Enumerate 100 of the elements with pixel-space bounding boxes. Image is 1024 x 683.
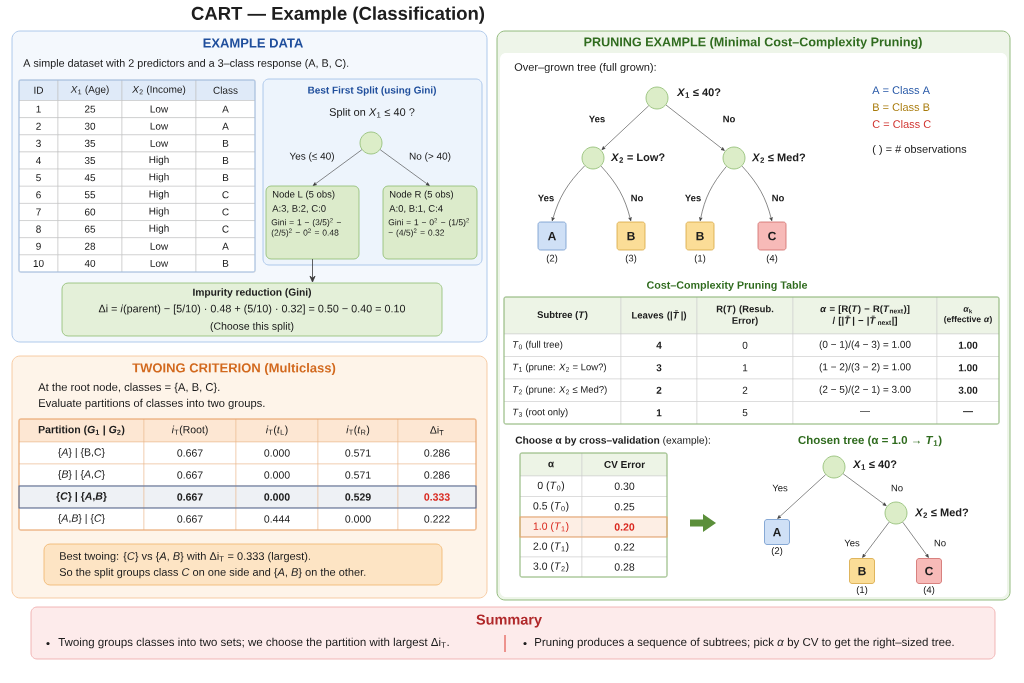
table-title: Cost–Complexity Pruning Table [647,281,808,291]
table-cell: A [195,237,256,256]
bullet-text: Twoing groups classes into two sets; we choose the partition with largest Δi$_{T}$. [58,637,449,649]
condition-label: X$_{2}$ ≤ Med? [914,508,969,518]
panel-heading: PRUNING EXAMPLE (Minimal Cost–Complexity Pruning) [584,37,922,49]
edge-label: No [770,193,786,203]
table-cell: 40 [57,254,123,273]
table-cell: 3.00 [936,378,1000,402]
table-cell: C [195,203,256,221]
table-cell: B [195,134,256,153]
edge-label: Yes [843,538,861,548]
legend-entry: ( ) = # observations [872,144,967,156]
result-text: Best twoing: {C} vs {A, B} with Δi$_{T}$ = 0.333 (largest). [60,551,310,563]
table-cell: High [121,168,197,187]
formula-text: Δi = i(parent) − [5/10) · 0.48 + (5/10) · 0.32] = 0.50 − 0.40 = 0.10 [98,304,406,315]
leaf-box: B [849,558,875,584]
table-cell: 1 [696,356,794,380]
branch-arrow [862,521,890,558]
table-cell: 65 [57,220,123,238]
branch-arrow [665,104,725,151]
edge-label: No [889,483,905,493]
leaf-box: C [916,558,942,584]
table-cell: {A} | {B,C} [18,441,145,465]
edge-label: No (> 40) [408,151,452,163]
table-cell: 1 [18,100,59,118]
table-cell: T$_{0}$ (full tree) [503,333,622,357]
condition-label: X$_{1}$ ≤ 40? [676,88,721,98]
table-cell: Low [121,117,197,136]
table-cell: 3 [18,134,59,153]
question-text: Split on X$_{1}$ ≤ 40 ? [329,107,415,119]
branch-arrow [551,165,585,222]
count-label: (2) [771,547,783,556]
table-cell: 35 [57,151,123,170]
table-cell: 5 [18,168,59,187]
edge-label: No [629,193,645,203]
table-cell: 0.286 [397,441,477,465]
branch-arrow [902,521,929,558]
branch-arrow [312,149,363,186]
branch-arrow [600,165,632,222]
branch-arrow [842,473,887,507]
panel-description: Over–grown tree (full grown): [514,62,656,74]
table-cell: Low [121,254,197,273]
panel-heading: EXAMPLE DATA [203,38,303,48]
panel-heading: TWOING CRITERION (Multiclass) [132,362,336,376]
table-cell: 25 [57,100,123,118]
table-cell: 1.00 [936,333,1000,357]
tree-title: Chosen tree (α = 1.0 → T$_{1}$) [798,435,942,447]
table-cell: A [195,100,256,118]
legend-entry: C = Class C [872,119,931,129]
table-cell: 0.333 [397,485,477,509]
edge-label: Yes [771,483,789,493]
table-cell: 0.000 [317,507,399,531]
branch-arrow [741,165,773,222]
tree-node-circle [884,501,908,525]
table-cell: T$_{2}$ (prune: X$_{2}$ ≤ Med?) [503,378,622,402]
leaf-box: C [757,221,787,251]
table-cell: C [195,186,256,204]
table-cell: 2 [696,378,794,402]
table-cell: 0.571 [317,463,399,487]
branch-arrow [601,105,649,150]
table-cell: 0.000 [235,463,319,487]
bullet-text: Pruning produces a sequence of subtrees; pick α by CV to get the right–sized tree. [535,637,954,649]
table-cell: 0.000 [235,485,319,509]
table-cell: A [195,117,256,136]
node-heading: Node L (5 obs) [273,190,335,200]
table-cell: 0.667 [143,441,237,465]
legend-entry: B = Class B [873,102,930,112]
page-title: CART — Example (Classification) [191,6,485,24]
table-cell: 0.529 [317,485,399,509]
edge-label: Yes [536,193,556,203]
table-cell: 0.667 [143,463,237,487]
leaf-box: A [764,519,790,545]
table-cell: High [121,186,197,204]
table-cell: 4 [620,333,698,357]
class-counts: A:3, B:2, C:0 [272,205,326,213]
table-cell: 10 [18,254,59,273]
table-cell: B [195,151,256,170]
tree-node-circle [359,131,383,155]
node-heading: Node R (5 obs) [390,190,453,200]
table-cell: Low [121,237,197,256]
branch-arrow [777,474,826,519]
condition-label: X$_{2}$ ≤ Med? [751,153,806,163]
table-cell: 0.222 [397,507,477,531]
table-cell: 3.0 (T$_{2}$) [519,556,583,578]
table-cell: 5 [696,401,794,425]
edge-label: Yes [683,193,703,203]
table-cell: 3 [620,356,698,380]
count-label: (1) [856,586,868,595]
table-cell: 0.30 [581,475,668,497]
table-cell: 0.667 [143,485,237,509]
tree-node-circle [722,146,746,170]
table-cell: 4 [18,151,59,170]
column-header: X$_{2}$ (Income) [121,79,197,101]
table-cell: 0 (T$_{0}$) [519,475,583,497]
count-label: (4) [766,254,778,264]
count-label: (1) [694,254,706,264]
flow-arrow [309,258,316,283]
table-cell: 1.00 [936,356,1000,380]
table-cell: 9 [18,237,59,256]
table-cell: 0.28 [581,556,668,578]
